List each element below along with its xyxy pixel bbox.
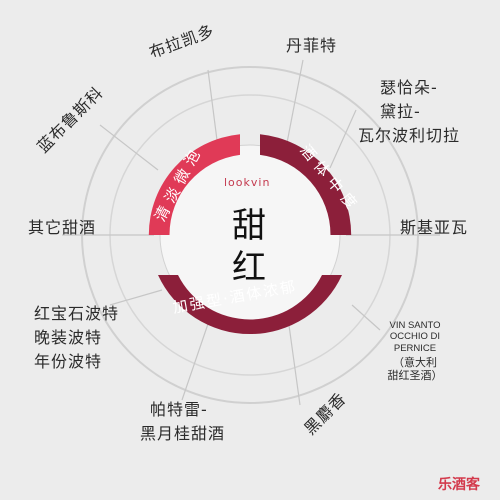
- label-recioto-1: 瑟恰朵-: [380, 78, 438, 97]
- label-recioto-2: 黛拉-: [380, 102, 421, 121]
- band-light-fizzy: [148, 134, 240, 235]
- label-schiava: 斯基亚瓦: [400, 218, 469, 237]
- label-recioto-3: 瓦尔波利切拉: [358, 126, 461, 145]
- label-vinsanto: VIN SANTO OCCHIO DI PERNICE （意大利 甜红圣酒）: [380, 320, 450, 383]
- center-char-sweet: 甜: [232, 206, 266, 246]
- label-patras-1: 帕特雷-: [150, 400, 208, 419]
- label-vinsanto-4: （意大利: [393, 356, 437, 370]
- label-vinsanto-3: PERNICE: [393, 342, 437, 354]
- label-dornfelder: 丹菲特: [286, 36, 338, 55]
- label-other-sweet: 其它甜酒: [28, 218, 97, 237]
- band-medium-body: [260, 134, 352, 235]
- brand-logo: 乐酒客: [438, 477, 480, 493]
- spokes: [62, 59, 440, 406]
- label-vinsanto-2: OCCHIO DI: [389, 331, 441, 343]
- lookvin-logo: lookvin: [224, 176, 271, 189]
- label-vinsanto-5: 甜红圣酒）: [387, 369, 443, 383]
- label-vinsanto-1: VIN SANTO: [389, 320, 441, 331]
- band-fortified: [158, 275, 342, 335]
- label-ruby-port: 红宝石波特: [34, 304, 120, 323]
- label-lbv-port: 晚装波特: [34, 328, 103, 347]
- center-char-red: 红: [232, 248, 266, 288]
- label-patras-2: 黑月桂甜酒: [140, 424, 226, 443]
- label-vintage-port: 年份波特: [34, 352, 103, 371]
